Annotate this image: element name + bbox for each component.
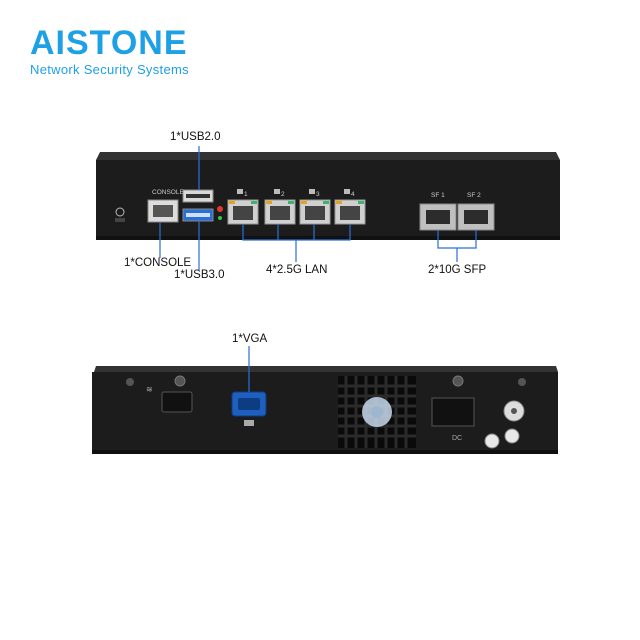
- blank-cover: [161, 391, 193, 413]
- callout-usb3: 1*USB3.0: [174, 269, 225, 281]
- sfp-port-label: SF 1: [431, 192, 445, 199]
- network-icon: [344, 189, 350, 194]
- brand-tagline: Network Security Systems: [30, 62, 189, 77]
- dc-label: DC: [452, 435, 462, 442]
- lan-port-number: 3: [316, 191, 320, 198]
- expansion-slot: [431, 397, 475, 427]
- ground-symbol-icon: [504, 428, 520, 444]
- callout-console: 1*CONSOLE: [124, 257, 192, 269]
- status-led-red: [217, 206, 223, 212]
- brand-logo: AISTONE Network Security Systems: [30, 26, 189, 77]
- lan-ports: [227, 199, 366, 225]
- screw-icon: [174, 375, 186, 387]
- lan-port-number: 1: [244, 191, 248, 198]
- status-led-green: [218, 216, 222, 220]
- rear-panel: ≋ DC: [92, 346, 558, 454]
- screw-icon: [452, 375, 464, 387]
- svg-text:≋: ≋: [146, 385, 153, 394]
- network-icon: [309, 189, 315, 194]
- network-icon: [237, 189, 243, 194]
- brand-name: AISTONE: [30, 24, 188, 62]
- power-button-icon: [115, 207, 125, 217]
- callout-usb2: 1*USB2.0: [170, 131, 221, 143]
- lan-port-number: 4: [351, 191, 355, 198]
- monitor-icon: [244, 420, 254, 426]
- front-panel: [96, 146, 560, 270]
- callout-sfp: 2*10G SFP: [428, 264, 487, 276]
- power-symbol-icon: [484, 433, 500, 449]
- network-icon: [274, 189, 280, 194]
- lan-port-number: 2: [281, 191, 285, 198]
- console-port-label: CONSOLE: [152, 189, 184, 196]
- callout-vga: 1*VGA: [232, 333, 268, 345]
- sfp-port-label: SF 2: [467, 192, 481, 199]
- callout-lan: 4*2.5G LAN: [266, 264, 328, 276]
